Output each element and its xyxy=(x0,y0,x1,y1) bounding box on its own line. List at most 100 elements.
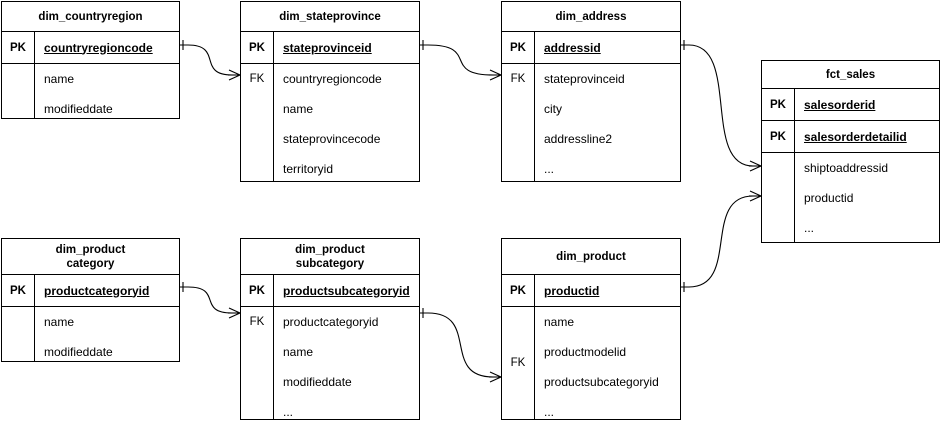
many-marker xyxy=(228,307,241,314)
attribute-block: FK stateprovinceid city addressline2... xyxy=(502,64,680,181)
attribute-row[interactable]: ... xyxy=(804,221,815,235)
attribute-block: name modifieddate xyxy=(2,64,179,118)
key-field-name: addressid xyxy=(544,40,601,55)
attribute-row[interactable]: stateprovinceid xyxy=(544,72,625,86)
attribute-row[interactable]: ... xyxy=(544,162,555,176)
relationship-line xyxy=(420,312,501,378)
attribute-block: name modifieddate xyxy=(2,307,179,361)
many-marker xyxy=(228,312,241,319)
key-tag: PK xyxy=(241,275,274,306)
relationship-line xyxy=(420,44,501,76)
key-tag: PK xyxy=(762,89,795,120)
relationship-line xyxy=(681,195,761,288)
key-tag: PK xyxy=(762,121,795,152)
relationship-rel-subcategory-product[interactable] xyxy=(420,308,502,383)
fk-tag: FK xyxy=(249,73,265,85)
key-tag: PK xyxy=(502,32,535,63)
entity-title: dim_stateprovince xyxy=(241,2,419,32)
key-row[interactable]: PK productsubcategoryid xyxy=(241,275,419,307)
many-marker xyxy=(489,74,502,81)
attribute-row[interactable]: territoryid xyxy=(283,162,334,176)
many-marker xyxy=(228,69,241,76)
key-tag: PK xyxy=(2,32,35,63)
attribute-row[interactable]: productid xyxy=(804,191,854,205)
entity-title: dim_product category xyxy=(2,239,179,275)
many-marker xyxy=(749,165,762,172)
key-tag: PK xyxy=(2,275,35,306)
relationship-rel-product-fctsales[interactable] xyxy=(681,190,762,292)
key-field-name: productcategoryid xyxy=(44,283,150,298)
attribute-row[interactable]: productcategoryid xyxy=(283,315,379,329)
attribute-row[interactable]: shiptoaddressid xyxy=(804,161,889,175)
attribute-row[interactable]: productmodelid xyxy=(544,345,627,359)
key-field-name: productsubcategoryid xyxy=(283,283,410,298)
foreign-key-gutter xyxy=(762,153,795,242)
attribute-row[interactable]: ... xyxy=(544,405,555,419)
key-row[interactable]: PK addressid xyxy=(502,32,680,64)
key-field-name: countryregioncode xyxy=(44,40,153,55)
attribute-row[interactable]: countryregioncode xyxy=(283,72,382,86)
entity-title: dim_product xyxy=(502,239,680,275)
attribute-row[interactable]: productsubcategoryid xyxy=(544,375,659,389)
key-row[interactable]: PK countryregioncode xyxy=(2,32,179,64)
many-marker xyxy=(749,190,762,197)
attribute-row[interactable]: name xyxy=(44,72,75,86)
fk-tag: FK xyxy=(510,357,526,369)
attribute-block: FK productcategoryid name modifieddate... xyxy=(241,307,419,419)
key-tag: PK xyxy=(502,275,535,306)
foreign-key-gutter: FK xyxy=(502,64,535,181)
attribute-row[interactable]: name xyxy=(283,345,314,359)
entity-title: dim_product subcategory xyxy=(241,239,419,275)
foreign-key-gutter xyxy=(2,307,35,361)
attribute-row[interactable]: modifieddate xyxy=(44,102,113,116)
key-row[interactable]: PK salesorderdetailid xyxy=(762,121,939,153)
fk-tag: FK xyxy=(249,316,265,328)
entity-title: dim_address xyxy=(502,2,680,32)
attribute-list: shiptoaddressid productid... xyxy=(795,153,939,242)
foreign-key-gutter: FK xyxy=(241,64,274,181)
many-marker xyxy=(749,160,762,167)
many-marker xyxy=(489,69,502,76)
relationship-rel-address-fctsales[interactable] xyxy=(681,40,762,172)
key-row[interactable]: PK productcategoryid xyxy=(2,275,179,307)
attribute-row[interactable]: modifieddate xyxy=(283,375,352,389)
attribute-row[interactable]: city xyxy=(544,102,562,116)
attribute-row[interactable]: ... xyxy=(283,405,294,419)
attribute-row[interactable]: modifieddate xyxy=(44,345,113,359)
attribute-row[interactable]: name xyxy=(283,102,314,116)
entity-title: dim_countryregion xyxy=(2,2,179,32)
attribute-row[interactable]: addressline2 xyxy=(544,132,613,146)
foreign-key-gutter: FK xyxy=(241,307,274,419)
attribute-list: name modifieddate xyxy=(35,64,179,118)
many-marker xyxy=(749,195,762,202)
relationship-line xyxy=(180,44,240,76)
relationship-rel-stateprovince-address[interactable] xyxy=(420,40,502,81)
relationship-rel-productcategory-subcategory[interactable] xyxy=(180,282,241,319)
attribute-block: shiptoaddressid productid... xyxy=(762,153,939,242)
key-tag: PK xyxy=(241,32,274,63)
attribute-block: FK countryregioncode name stateprovincecode… xyxy=(241,64,419,181)
key-field-name: productid xyxy=(544,283,600,298)
many-marker xyxy=(489,376,502,383)
attribute-list: productcategoryid name modifieddate... xyxy=(274,307,419,419)
foreign-key-gutter xyxy=(2,64,35,118)
attribute-row[interactable]: stateprovincecode xyxy=(283,132,381,146)
attribute-block: FK name productmodelid productsubcategoryid… xyxy=(502,307,680,419)
key-field-name: salesorderdetailid xyxy=(804,129,907,144)
attribute-row[interactable]: name xyxy=(44,315,75,329)
relationship-line xyxy=(180,286,240,314)
relationship-rel-countryregion-stateprovince[interactable] xyxy=(180,40,241,81)
entity-title: fct_sales xyxy=(762,61,939,89)
attribute-row[interactable]: name xyxy=(544,315,575,329)
key-row[interactable]: PK productid xyxy=(502,275,680,307)
